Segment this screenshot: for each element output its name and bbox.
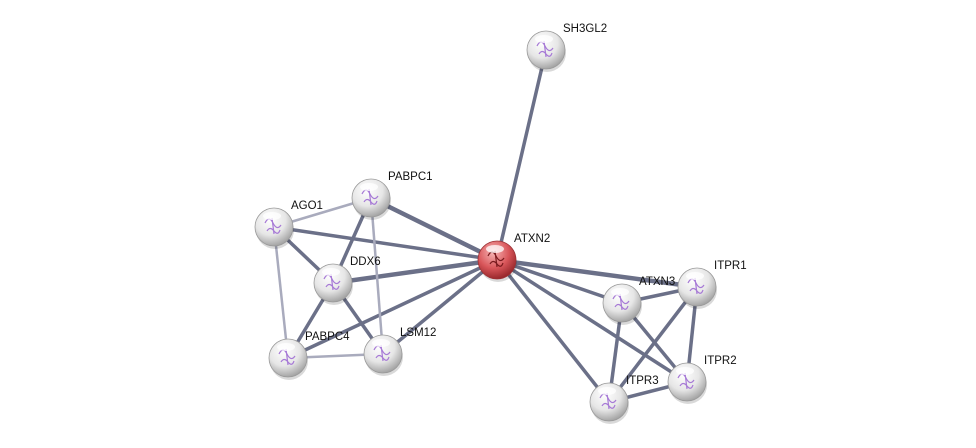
node-label: ITPR2 bbox=[704, 355, 737, 367]
node-lsm12[interactable]: LSM12 bbox=[363, 327, 436, 376]
node-label: ATXN2 bbox=[514, 233, 550, 245]
protein-structure-icon bbox=[677, 372, 695, 390]
node-pabpc4[interactable]: PABPC4 bbox=[268, 331, 350, 380]
protein-structure-icon bbox=[487, 250, 505, 268]
edge-atxn2-ago1[interactable] bbox=[273, 225, 498, 262]
node-label: PABPC4 bbox=[305, 331, 350, 343]
node-atxn3[interactable]: ATXN3 bbox=[602, 276, 675, 325]
edge-atxn2-pabpc4[interactable] bbox=[287, 258, 498, 360]
node-ddx6[interactable]: DDX6 bbox=[313, 256, 381, 305]
node-label: PABPC1 bbox=[388, 171, 433, 183]
protein-structure-icon bbox=[323, 273, 341, 291]
node-label: ITPR1 bbox=[714, 260, 747, 272]
node-label: LSM12 bbox=[400, 327, 436, 339]
protein-structure-icon bbox=[278, 348, 296, 366]
protein-structure-icon bbox=[599, 392, 617, 410]
node-itpr3[interactable]: ITPR3 bbox=[589, 375, 659, 424]
node-label: DDX6 bbox=[350, 256, 381, 268]
protein-structure-icon bbox=[612, 293, 630, 311]
protein-structure-icon bbox=[687, 277, 705, 295]
edge-atxn2-lsm12[interactable] bbox=[381, 258, 499, 356]
edge-atxn2-itpr3[interactable] bbox=[495, 258, 611, 404]
edge-atxn2-itpr2[interactable] bbox=[496, 258, 688, 384]
edge-atxn2-ddx6[interactable] bbox=[332, 257, 498, 286]
edge-atxn2-sh3gl2[interactable] bbox=[495, 49, 548, 261]
edge-atxn2-atxn3[interactable] bbox=[496, 258, 623, 305]
edges bbox=[272, 49, 699, 404]
node-sh3gl2[interactable]: SH3GL2 bbox=[526, 23, 607, 72]
edge-ago1-pabpc4[interactable] bbox=[272, 226, 290, 359]
edge-itpr1-itpr3[interactable] bbox=[607, 285, 699, 404]
node-label: ATXN3 bbox=[639, 276, 675, 288]
protein-structure-icon bbox=[264, 217, 282, 235]
node-ago1[interactable]: AGO1 bbox=[254, 200, 323, 249]
node-atxn2[interactable]: ATXN2 bbox=[477, 233, 550, 282]
node-pabpc1[interactable]: PABPC1 bbox=[351, 171, 433, 220]
protein-structure-icon bbox=[373, 344, 391, 362]
edge-atxn2-itpr1[interactable] bbox=[496, 257, 698, 290]
node-itpr2[interactable]: ITPR2 bbox=[667, 355, 737, 404]
node-label: SH3GL2 bbox=[563, 23, 607, 35]
node-label: AGO1 bbox=[291, 200, 323, 212]
node-label: ITPR3 bbox=[626, 375, 659, 387]
edge-atxn2-pabpc1[interactable] bbox=[370, 195, 498, 263]
protein-structure-icon bbox=[361, 188, 379, 206]
node-itpr1[interactable]: ITPR1 bbox=[677, 260, 747, 309]
edge-pabpc1-lsm12[interactable] bbox=[369, 197, 385, 355]
protein-structure-icon bbox=[536, 40, 554, 58]
